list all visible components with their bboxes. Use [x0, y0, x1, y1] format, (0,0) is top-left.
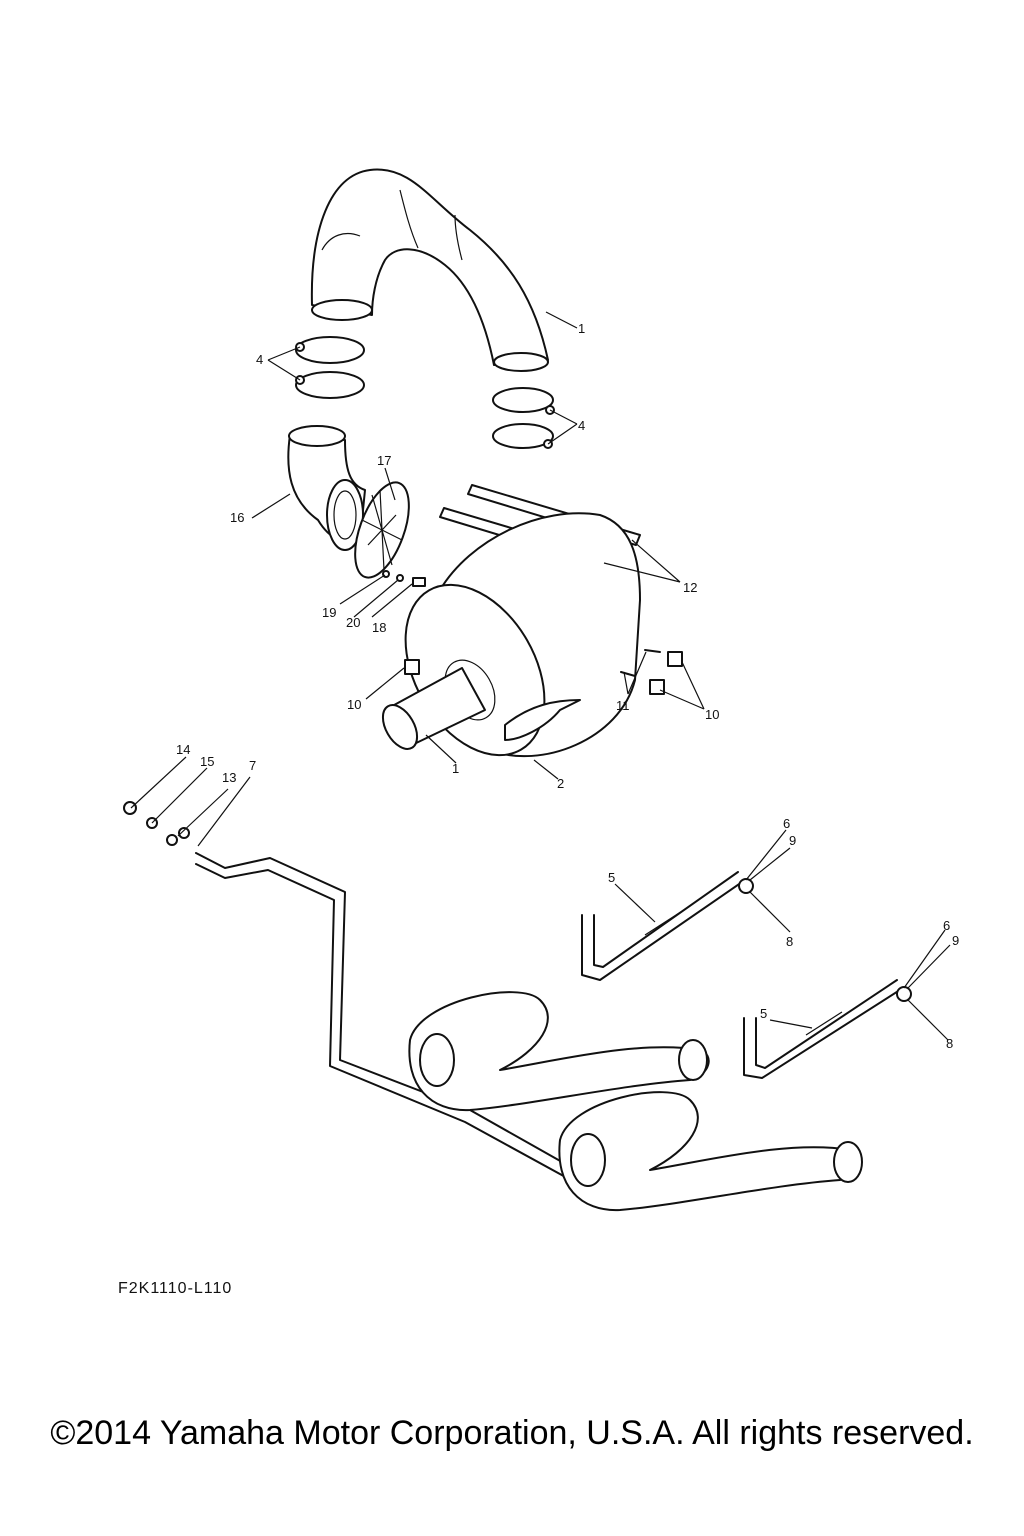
callout-2: 2 [557, 776, 564, 791]
exhaust-manifold-upper [408, 991, 710, 1112]
fittings-parts-13-14-15 [123, 801, 190, 846]
callout-8-lower: 8 [946, 1036, 953, 1051]
diagram-code: F2K1110-L110 [118, 1280, 233, 1297]
callout-6-upper: 6 [783, 816, 790, 831]
callout-9-lower: 9 [952, 933, 959, 948]
pipe-part-5-upper [581, 871, 754, 981]
callout-17: 17 [377, 453, 391, 468]
callout-9-upper: 9 [789, 833, 796, 848]
callout-11: 11 [616, 698, 630, 713]
callout-20: 20 [346, 615, 360, 630]
callout-4-right: 4 [578, 418, 585, 433]
callout-14: 14 [176, 742, 190, 757]
callout-19: 19 [322, 605, 336, 620]
callout-1: 1 [452, 761, 459, 776]
callout-3: 1 [578, 321, 585, 336]
pipe-part-5-lower [743, 979, 912, 1079]
protector-part-2 [504, 699, 581, 741]
muffler-part-1 [381, 512, 641, 758]
clamp-part-4-right [492, 387, 555, 449]
elbow-pipe-part-16 [287, 425, 366, 551]
callout-16: 16 [230, 510, 244, 525]
callout-4-left: 4 [256, 352, 263, 367]
callout-18: 18 [372, 620, 386, 635]
callout-13: 13 [222, 770, 236, 785]
callout-leaders [130, 311, 951, 1041]
gasket-part-17 [354, 481, 410, 579]
callout-numbers: 1 4 4 16 17 12 19 20 18 10 10 11 1 2 14 … [176, 321, 959, 1051]
copyright-notice: ©2014 Yamaha Motor Corporation, U.S.A. A… [50, 1414, 974, 1452]
callout-8-upper: 8 [786, 934, 793, 949]
callout-5-lower: 5 [760, 1006, 767, 1021]
exhaust-pipe-part-3 [310, 168, 549, 372]
callout-7: 7 [249, 758, 256, 773]
callout-10-left: 10 [347, 697, 361, 712]
clamp-part-4-left [295, 336, 365, 399]
callout-6-lower: 6 [943, 918, 950, 933]
exhaust-manifold-lower [558, 1091, 863, 1212]
screw-part-11 [620, 649, 661, 677]
callout-10-right: 10 [705, 707, 719, 722]
callout-5-upper: 5 [608, 870, 615, 885]
callout-12: 12 [683, 580, 697, 595]
callout-15: 15 [200, 754, 214, 769]
bolt-washers-parts-18-19-20 [382, 570, 426, 587]
